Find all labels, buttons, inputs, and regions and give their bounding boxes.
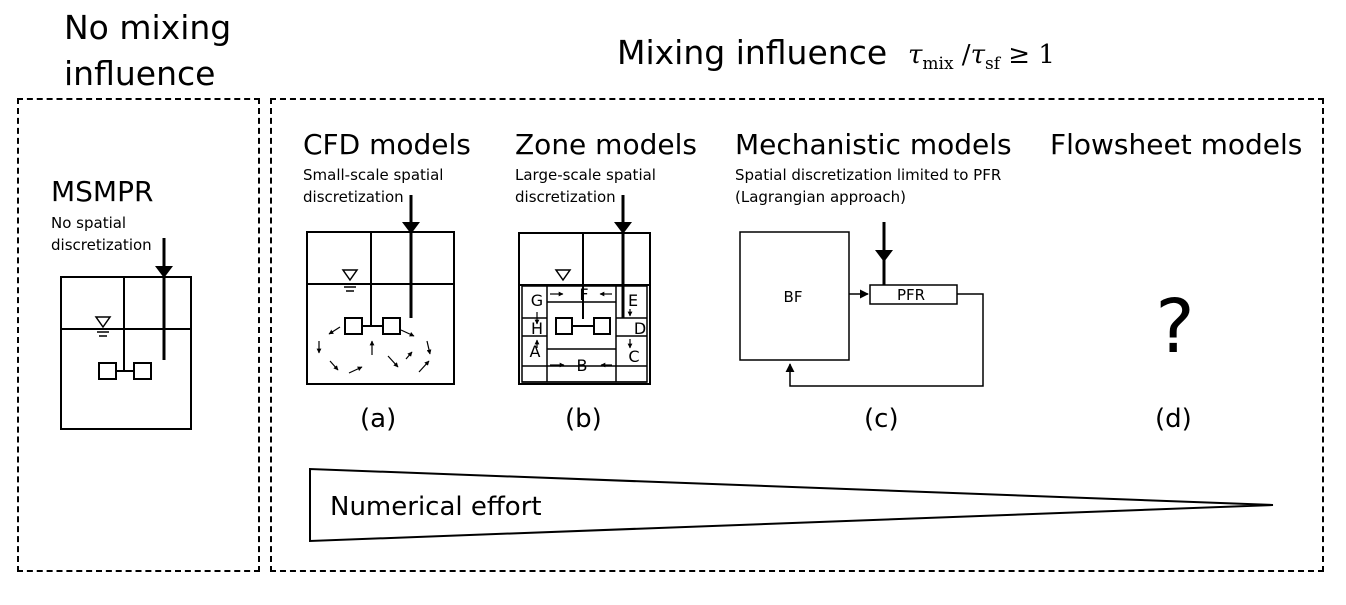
right-panel bbox=[270, 98, 1324, 572]
zone-label-c: C bbox=[628, 347, 639, 366]
mechanistic-desc-line1: Spatial discretization limited to PFR bbox=[735, 166, 1002, 184]
mechanistic-title: Mechanistic models bbox=[735, 128, 1012, 161]
cfd-desc-line2: discretization bbox=[303, 188, 404, 206]
zone-liquid-level-icon bbox=[554, 269, 572, 282]
msmpr-feed-arrowhead bbox=[155, 266, 173, 278]
mechanistic-diagram bbox=[739, 222, 984, 387]
zone-label-g: G bbox=[531, 291, 543, 310]
mechanistic-feed-arrowhead bbox=[875, 250, 893, 262]
numerical-effort-label: Numerical effort bbox=[330, 492, 542, 522]
mechanistic-desc-line2: (Lagrangian approach) bbox=[735, 188, 906, 206]
zone-grid bbox=[521, 285, 648, 383]
cfd-liquid-level-icon bbox=[341, 269, 359, 292]
zone-labels: G F E H D A B C bbox=[530, 285, 647, 375]
zone-label-b: B bbox=[577, 356, 588, 375]
cfd-feed-arrowhead bbox=[402, 222, 420, 234]
left-panel bbox=[17, 98, 260, 572]
zone-title: Zone models bbox=[515, 128, 697, 161]
caption-a: (a) bbox=[360, 404, 397, 434]
right-title: Mixing influence bbox=[617, 33, 888, 72]
numerical-effort-wedge bbox=[309, 467, 1274, 543]
caption-c: (c) bbox=[864, 404, 899, 434]
msmpr-vessel bbox=[60, 238, 192, 430]
msmpr-liquid-level-icon bbox=[94, 316, 112, 337]
question-mark-icon: ? bbox=[1155, 284, 1194, 370]
zone-label-f: F bbox=[579, 285, 588, 304]
zone-label-d: D bbox=[634, 319, 646, 338]
cfd-desc-line1: Small-scale spatial bbox=[303, 166, 444, 184]
left-title-line1: No mixing bbox=[64, 8, 232, 47]
zone-desc-line2: discretization bbox=[515, 188, 616, 206]
cfd-title: CFD models bbox=[303, 128, 471, 161]
zone-vessel bbox=[518, 195, 651, 385]
msmpr-desc-line1: No spatial bbox=[51, 214, 127, 232]
pfr-label: PFR bbox=[897, 286, 925, 304]
caption-b: (b) bbox=[565, 404, 602, 434]
left-title-line2: influence bbox=[64, 54, 216, 93]
bf-label: BF bbox=[784, 288, 803, 306]
flowsheet-title: Flowsheet models bbox=[1050, 128, 1303, 161]
zone-desc-line1: Large-scale spatial bbox=[515, 166, 656, 184]
zone-flow-arrows bbox=[534, 291, 633, 368]
cfd-flow-vectors bbox=[316, 326, 432, 374]
mixing-time-ratio: τmix /τsf ≥ 1 bbox=[908, 40, 1055, 75]
zone-feed-arrowhead bbox=[614, 222, 632, 234]
msmpr-desc-line2: discretization bbox=[51, 236, 152, 254]
zone-label-a: A bbox=[530, 342, 541, 361]
bf-block bbox=[739, 231, 850, 361]
msmpr-title: MSMPR bbox=[51, 175, 154, 208]
zone-label-e: E bbox=[628, 291, 638, 310]
caption-d: (d) bbox=[1155, 404, 1192, 434]
zone-label-h: H bbox=[531, 319, 543, 338]
cfd-vessel bbox=[306, 195, 455, 385]
